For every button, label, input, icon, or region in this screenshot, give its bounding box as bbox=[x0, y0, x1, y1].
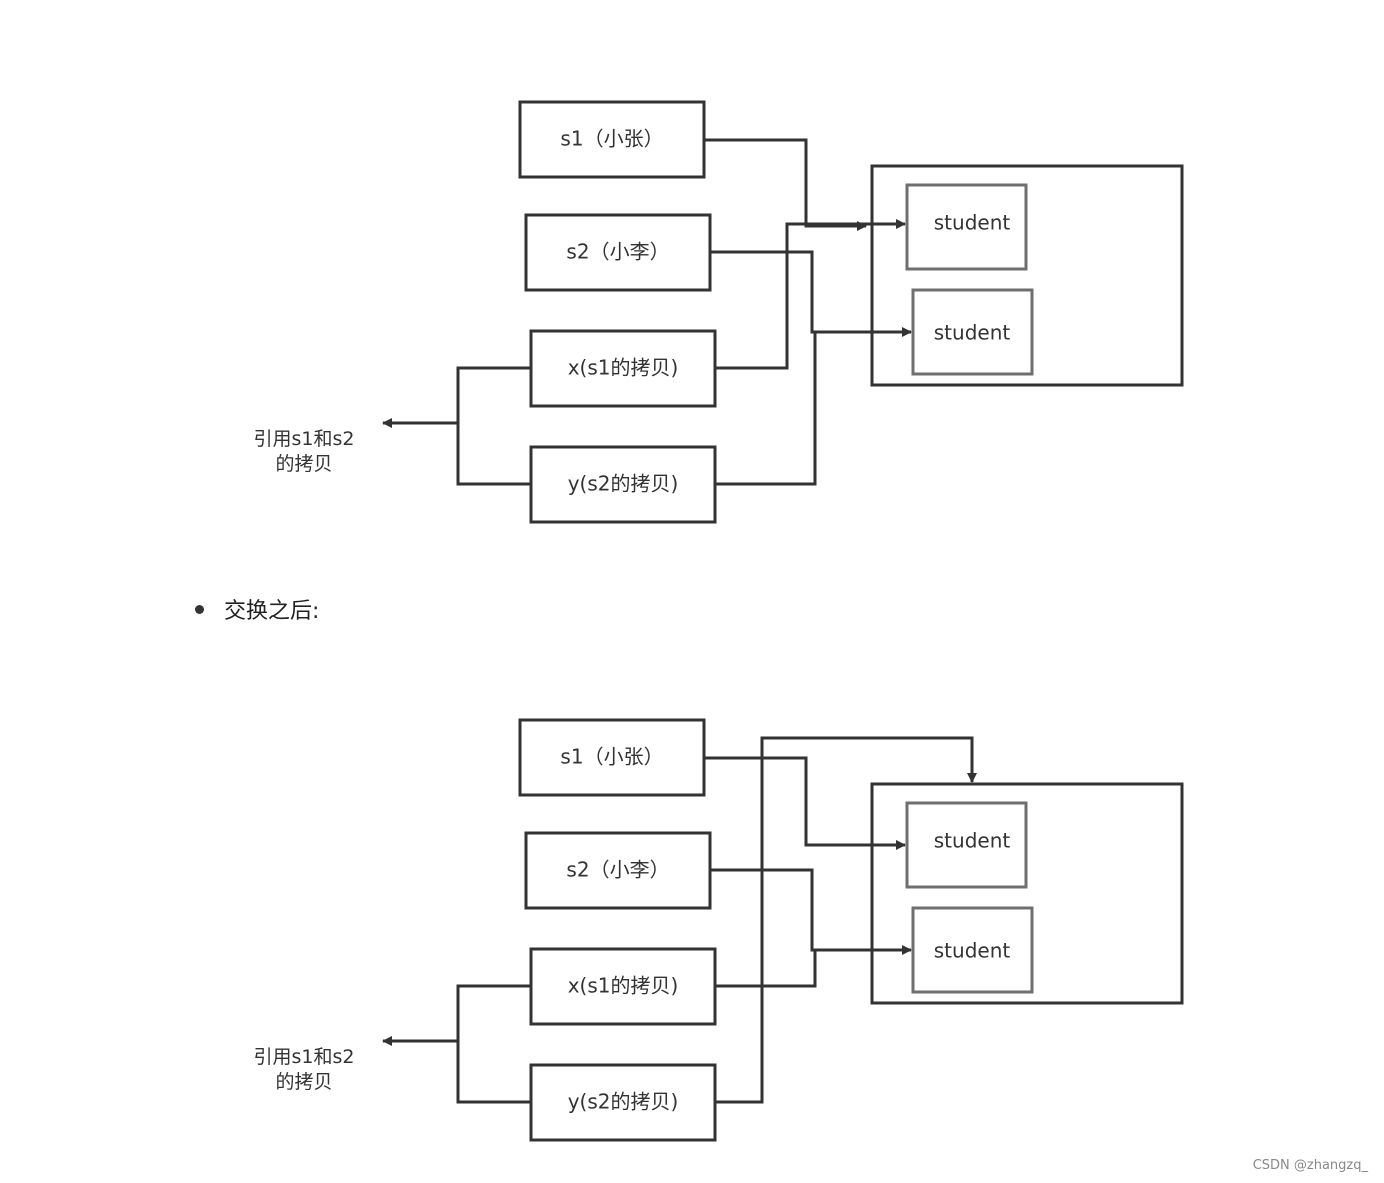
node-s1: s1（小张） bbox=[518, 718, 706, 797]
bracket-x-y bbox=[456, 984, 531, 1104]
svg-text:y(s2的拷贝): y(s2的拷贝) bbox=[568, 1090, 679, 1114]
svg-text:s1（小张）: s1（小张） bbox=[560, 127, 663, 151]
svg-text:s2（小李）: s2（小李） bbox=[566, 240, 669, 264]
svg-text:s1（小张）: s1（小张） bbox=[560, 745, 663, 769]
bullet-text: 交换之后: bbox=[224, 599, 320, 624]
diagram-before-swap: student student s1（小张） s2（小李） x(s1的拷贝) y… bbox=[254, 100, 1184, 524]
node-s2: s2（小李） bbox=[524, 213, 712, 292]
svg-text:的拷贝: 的拷贝 bbox=[275, 453, 332, 475]
svg-text:student: student bbox=[934, 211, 1011, 235]
watermark: CSDN @zhangzq_ bbox=[1252, 1158, 1368, 1173]
arrow-s1-to-student1 bbox=[704, 756, 906, 850]
bracket-x-y bbox=[456, 366, 531, 486]
svg-text:y(s2的拷贝): y(s2的拷贝) bbox=[568, 472, 679, 496]
reference-label: 引用s1和s2 的拷贝 bbox=[254, 1046, 355, 1093]
arrow-s2-to-student2 bbox=[710, 250, 912, 337]
arrow-y-to-container bbox=[715, 736, 977, 1104]
student-object-1: student bbox=[905, 801, 1028, 889]
line-x-to-student2 bbox=[715, 950, 817, 988]
node-x: x(s1的拷贝) bbox=[529, 329, 717, 408]
node-s2: s2（小李） bbox=[524, 831, 712, 910]
node-y: y(s2的拷贝) bbox=[529, 445, 717, 524]
node-s1: s1（小张） bbox=[518, 100, 706, 179]
student-object-2: student bbox=[911, 906, 1034, 994]
svg-text:student: student bbox=[934, 939, 1011, 963]
svg-text:的拷贝: 的拷贝 bbox=[275, 1071, 332, 1093]
line-y-to-student2 bbox=[715, 332, 817, 486]
svg-text:x(s1的拷贝): x(s1的拷贝) bbox=[568, 356, 679, 380]
svg-text:x(s1的拷贝): x(s1的拷贝) bbox=[568, 974, 679, 998]
svg-text:student: student bbox=[934, 321, 1011, 345]
student-object-2: student bbox=[911, 288, 1034, 376]
svg-text:引用s1和s2: 引用s1和s2 bbox=[254, 428, 355, 450]
bullet-dot-icon bbox=[195, 604, 204, 614]
arrow-s2-to-student2 bbox=[710, 868, 912, 955]
arrow-s1-to-student1 bbox=[704, 138, 867, 231]
arrow-x-to-student1 bbox=[715, 219, 906, 370]
node-y: y(s2的拷贝) bbox=[529, 1063, 717, 1142]
svg-text:s2（小李）: s2（小李） bbox=[566, 858, 669, 882]
reference-label: 引用s1和s2 的拷贝 bbox=[254, 428, 355, 475]
student-object-1: student bbox=[905, 183, 1028, 271]
svg-text:引用s1和s2: 引用s1和s2 bbox=[254, 1046, 355, 1068]
diagram-after-swap: student student s1（小张） s2（小李） x(s1的拷贝) y… bbox=[254, 718, 1184, 1142]
svg-text:student: student bbox=[934, 829, 1011, 853]
bullet-item: 交换之后: bbox=[195, 593, 319, 625]
node-x: x(s1的拷贝) bbox=[529, 947, 717, 1026]
